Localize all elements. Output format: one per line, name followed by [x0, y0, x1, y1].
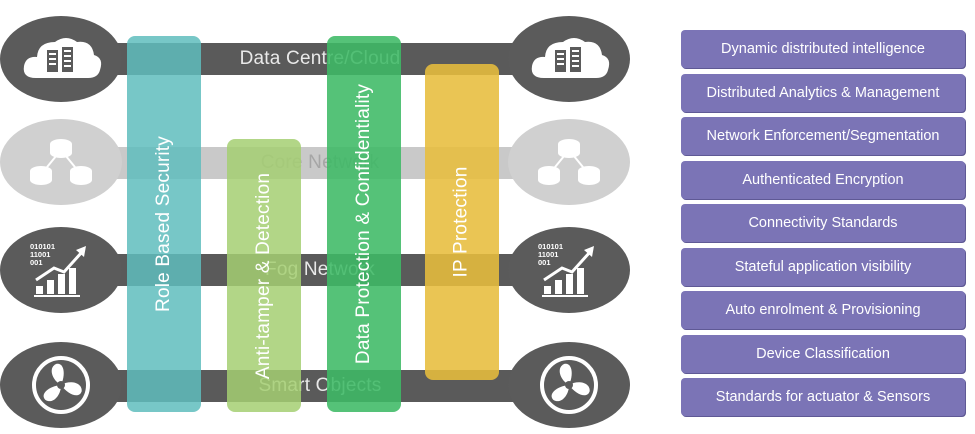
capability-item: Device Classification — [681, 334, 965, 373]
network-nodes-icon — [508, 119, 630, 205]
security-layers-diagram: Data Centre/Cloud Core Network Fog Netwo… — [0, 16, 630, 428]
capability-item: Connectivity Standards — [681, 204, 965, 242]
binary-line-2: 11001 — [30, 250, 50, 259]
fan-icon — [0, 342, 122, 428]
fan-icon — [508, 342, 630, 428]
binary-line-2: 11001 — [538, 250, 558, 259]
server-cloud-icon — [0, 16, 122, 102]
column-label-ip-protection: IP Protection — [451, 166, 473, 278]
column-label-data-protection-confidentiality: Data Protection & Confidentiality — [353, 83, 375, 365]
binary-line-1: 010101 — [30, 242, 55, 251]
binary-growth-chart-icon: 010101 11001 001 — [508, 227, 630, 313]
binary-growth-chart-icon: 010101 11001 001 — [0, 227, 122, 313]
server-cloud-icon — [508, 16, 630, 102]
capability-item: Dynamic distributed intelligence — [681, 30, 965, 68]
capability-list: Dynamic distributed intelligence Distrib… — [681, 30, 965, 422]
binary-line-3: 001 — [30, 258, 43, 267]
capability-item: Standards for actuator & Sensors — [681, 378, 965, 416]
column-label-anti-tamper-detection: Anti-tamper & Detection — [253, 172, 274, 379]
column-role-based-security: Role Based Security — [127, 36, 201, 412]
column-label-role-based-security: Role Based Security — [153, 136, 175, 312]
column-anti-tamper-detection: Anti-tamper & Detection — [227, 139, 301, 412]
binary-line-1: 010101 — [538, 242, 563, 251]
binary-line-3: 001 — [538, 258, 551, 267]
capability-item: Authenticated Encryption — [681, 160, 965, 199]
network-nodes-icon — [0, 119, 122, 205]
column-data-protection-confidentiality: Data Protection & Confidentiality — [327, 36, 401, 412]
capability-item: Auto enrolment & Provisioning — [681, 291, 965, 329]
column-ip-protection: IP Protection — [425, 64, 499, 380]
capability-item: Network Enforcement/Segmentation — [681, 117, 965, 155]
capability-item: Stateful application visibility — [681, 247, 965, 286]
capability-item: Distributed Analytics & Management — [681, 73, 965, 112]
